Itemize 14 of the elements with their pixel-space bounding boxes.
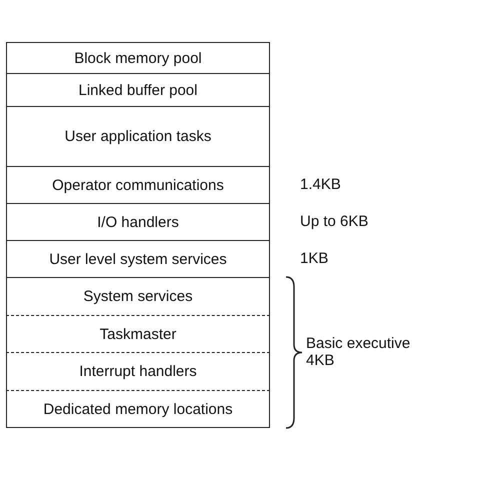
section-label: Basic executive 4KB (306, 334, 412, 368)
memory-region: Operator communications (6, 166, 270, 203)
executive-section: Taskmaster (6, 315, 270, 352)
size-label: 1KB (300, 250, 328, 266)
memory-region: Block memory pool (6, 42, 270, 73)
size-label: Up to 6KB (300, 212, 368, 230)
size-label: 1.4KB (300, 176, 341, 192)
memory-region: I/O handlers (6, 203, 270, 240)
memory-region: User level system services (6, 240, 270, 277)
memory-region: Linked buffer pool (6, 73, 270, 106)
executive-section: Interrupt handlers (6, 352, 270, 390)
executive-section: Dedicated memory locations (6, 390, 270, 428)
executive-section: System services (6, 277, 270, 315)
memory-region: User application tasks (6, 106, 270, 166)
